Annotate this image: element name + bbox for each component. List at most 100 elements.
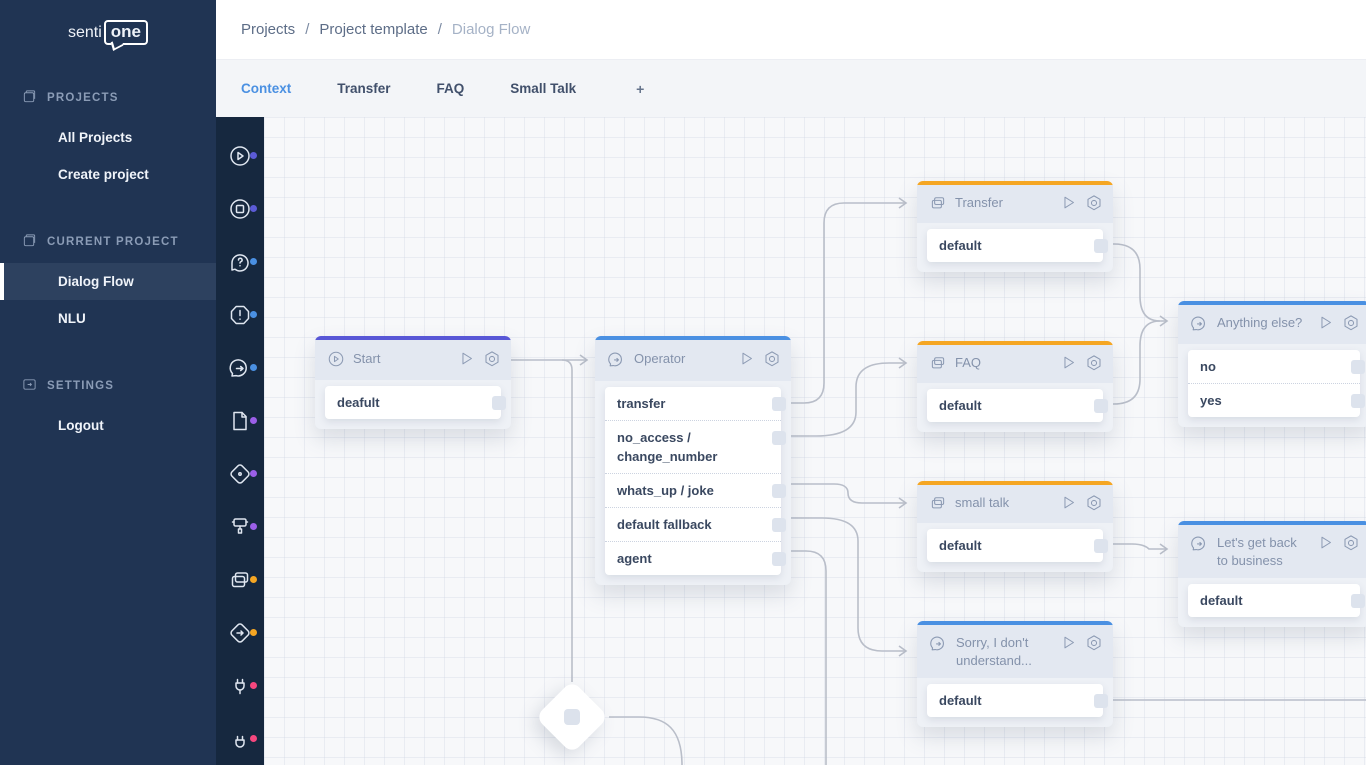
node-row[interactable]: default (927, 529, 1108, 562)
node-row[interactable]: deafult (325, 386, 506, 419)
output-port[interactable] (1351, 594, 1365, 608)
output-port[interactable] (1094, 399, 1108, 413)
document-node-icon[interactable] (216, 394, 264, 447)
paint-node-icon[interactable] (216, 500, 264, 553)
output-port[interactable] (1351, 394, 1365, 408)
logo-bubble: one (103, 20, 149, 45)
sidebar-item-dialog-flow[interactable]: Dialog Flow (0, 263, 216, 300)
start-node-icon[interactable] (216, 129, 264, 182)
tab-transfer[interactable]: Transfer (337, 81, 391, 96)
decision-node-icon[interactable] (216, 447, 264, 500)
node-transfer[interactable]: Transfer default (917, 181, 1113, 272)
sidebar-item-all-projects[interactable]: All Projects (58, 130, 133, 145)
sidebar-item-nlu[interactable]: NLU (58, 311, 86, 326)
current-project-icon (22, 233, 37, 251)
settings-icon (22, 377, 37, 395)
row-label: default fallback (617, 517, 712, 532)
run-node-icon[interactable] (1317, 314, 1334, 335)
row-label: default (939, 398, 982, 413)
integration-node-icon[interactable] (216, 712, 264, 765)
jump-node-icon[interactable] (216, 606, 264, 659)
output-port[interactable] (772, 552, 786, 566)
play-circle-icon (327, 350, 345, 371)
chat-bubble-icon (929, 634, 948, 656)
node-header: small talk (917, 485, 1113, 523)
node-start[interactable]: Start deafult (315, 336, 511, 429)
output-port[interactable] (1094, 239, 1108, 253)
run-node-icon[interactable] (1060, 634, 1077, 655)
run-node-icon[interactable] (738, 350, 755, 371)
breadcrumb: Projects / Project template / Dialog Flo… (216, 0, 1366, 60)
nav-section-label: CURRENT PROJECT (47, 236, 179, 248)
output-port[interactable] (772, 518, 786, 532)
output-port[interactable] (772, 484, 786, 498)
node-settings-icon[interactable] (1342, 314, 1360, 335)
node-row[interactable]: yes (1188, 383, 1365, 417)
breadcrumb-projects[interactable]: Projects (241, 21, 296, 38)
run-node-icon[interactable] (1317, 534, 1334, 555)
question-node-icon[interactable] (216, 235, 264, 288)
run-node-icon[interactable] (1060, 494, 1077, 515)
output-port[interactable] (1351, 360, 1365, 374)
tool-dot (250, 364, 257, 371)
node-row[interactable]: agent (605, 541, 786, 575)
tool-dot (250, 417, 257, 424)
row-label: transfer (617, 396, 666, 411)
add-tab-button[interactable]: + (636, 80, 645, 97)
sidebar-item-logout[interactable]: Logout (58, 418, 104, 433)
node-row[interactable]: no (1188, 350, 1365, 383)
node-row[interactable]: default (1188, 584, 1365, 617)
row-label: default (939, 238, 982, 253)
fallback-node-icon[interactable] (216, 288, 264, 341)
node-settings-icon[interactable] (1085, 494, 1103, 515)
node-body: no yes (1178, 344, 1366, 427)
plug-node-icon[interactable] (216, 659, 264, 712)
output-port[interactable] (772, 397, 786, 411)
node-small-talk[interactable]: small talk default (917, 481, 1113, 572)
node-row[interactable]: default (927, 684, 1108, 717)
node-anything-else[interactable]: Anything else? no yes (1178, 301, 1366, 427)
output-port[interactable] (492, 396, 506, 410)
node-settings-icon[interactable] (483, 350, 501, 371)
node-sorry[interactable]: Sorry, I don't understand... default (917, 621, 1113, 727)
tab-faq[interactable]: FAQ (436, 81, 465, 96)
run-node-icon[interactable] (1060, 354, 1077, 375)
node-operator[interactable]: Operator transfer no_access / change_num… (595, 336, 791, 585)
node-row[interactable]: whats_up / joke (605, 473, 786, 507)
node-body: default (917, 383, 1113, 432)
node-row[interactable]: default (927, 229, 1108, 262)
node-row[interactable]: no_access / change_number (605, 420, 786, 473)
node-row[interactable]: default fallback (605, 507, 786, 541)
tool-dot (250, 523, 257, 530)
run-node-icon[interactable] (458, 350, 475, 371)
tab-context[interactable]: Context (241, 81, 292, 96)
tab-small-talk[interactable]: Small Talk (510, 81, 577, 96)
run-node-icon[interactable] (1060, 194, 1077, 215)
node-settings-icon[interactable] (1342, 534, 1360, 555)
node-settings-icon[interactable] (1085, 354, 1103, 375)
node-row[interactable]: default (927, 389, 1108, 422)
chat-bubble-icon (607, 350, 626, 372)
node-lets-get-back[interactable]: Let's get back to business default (1178, 521, 1366, 627)
node-settings-icon[interactable] (1085, 634, 1103, 655)
output-port[interactable] (1094, 694, 1108, 708)
end-node-icon[interactable] (216, 182, 264, 235)
node-faq[interactable]: FAQ default (917, 341, 1113, 432)
node-header: Start (315, 340, 511, 380)
node-row[interactable]: transfer (605, 387, 786, 420)
decision-diamond-port[interactable] (564, 709, 580, 725)
message-node-icon[interactable] (216, 341, 264, 394)
node-header: FAQ (917, 345, 1113, 383)
output-port[interactable] (772, 431, 786, 445)
node-title: Transfer (955, 195, 1003, 210)
node-settings-icon[interactable] (1085, 194, 1103, 215)
output-port[interactable] (1094, 539, 1108, 553)
dialog-flow-canvas[interactable]: Start deafult (264, 117, 1366, 765)
main-area: Projects / Project template / Dialog Flo… (216, 0, 1366, 765)
breadcrumb-project-template[interactable]: Project template (319, 21, 428, 38)
sidebar-item-create-project[interactable]: Create project (58, 167, 149, 182)
node-settings-icon[interactable] (763, 350, 781, 371)
nav-section-header: CURRENT PROJECT (0, 221, 216, 263)
nav-section-settings: SETTINGS Logout (0, 365, 216, 444)
context-node-icon[interactable] (216, 553, 264, 606)
